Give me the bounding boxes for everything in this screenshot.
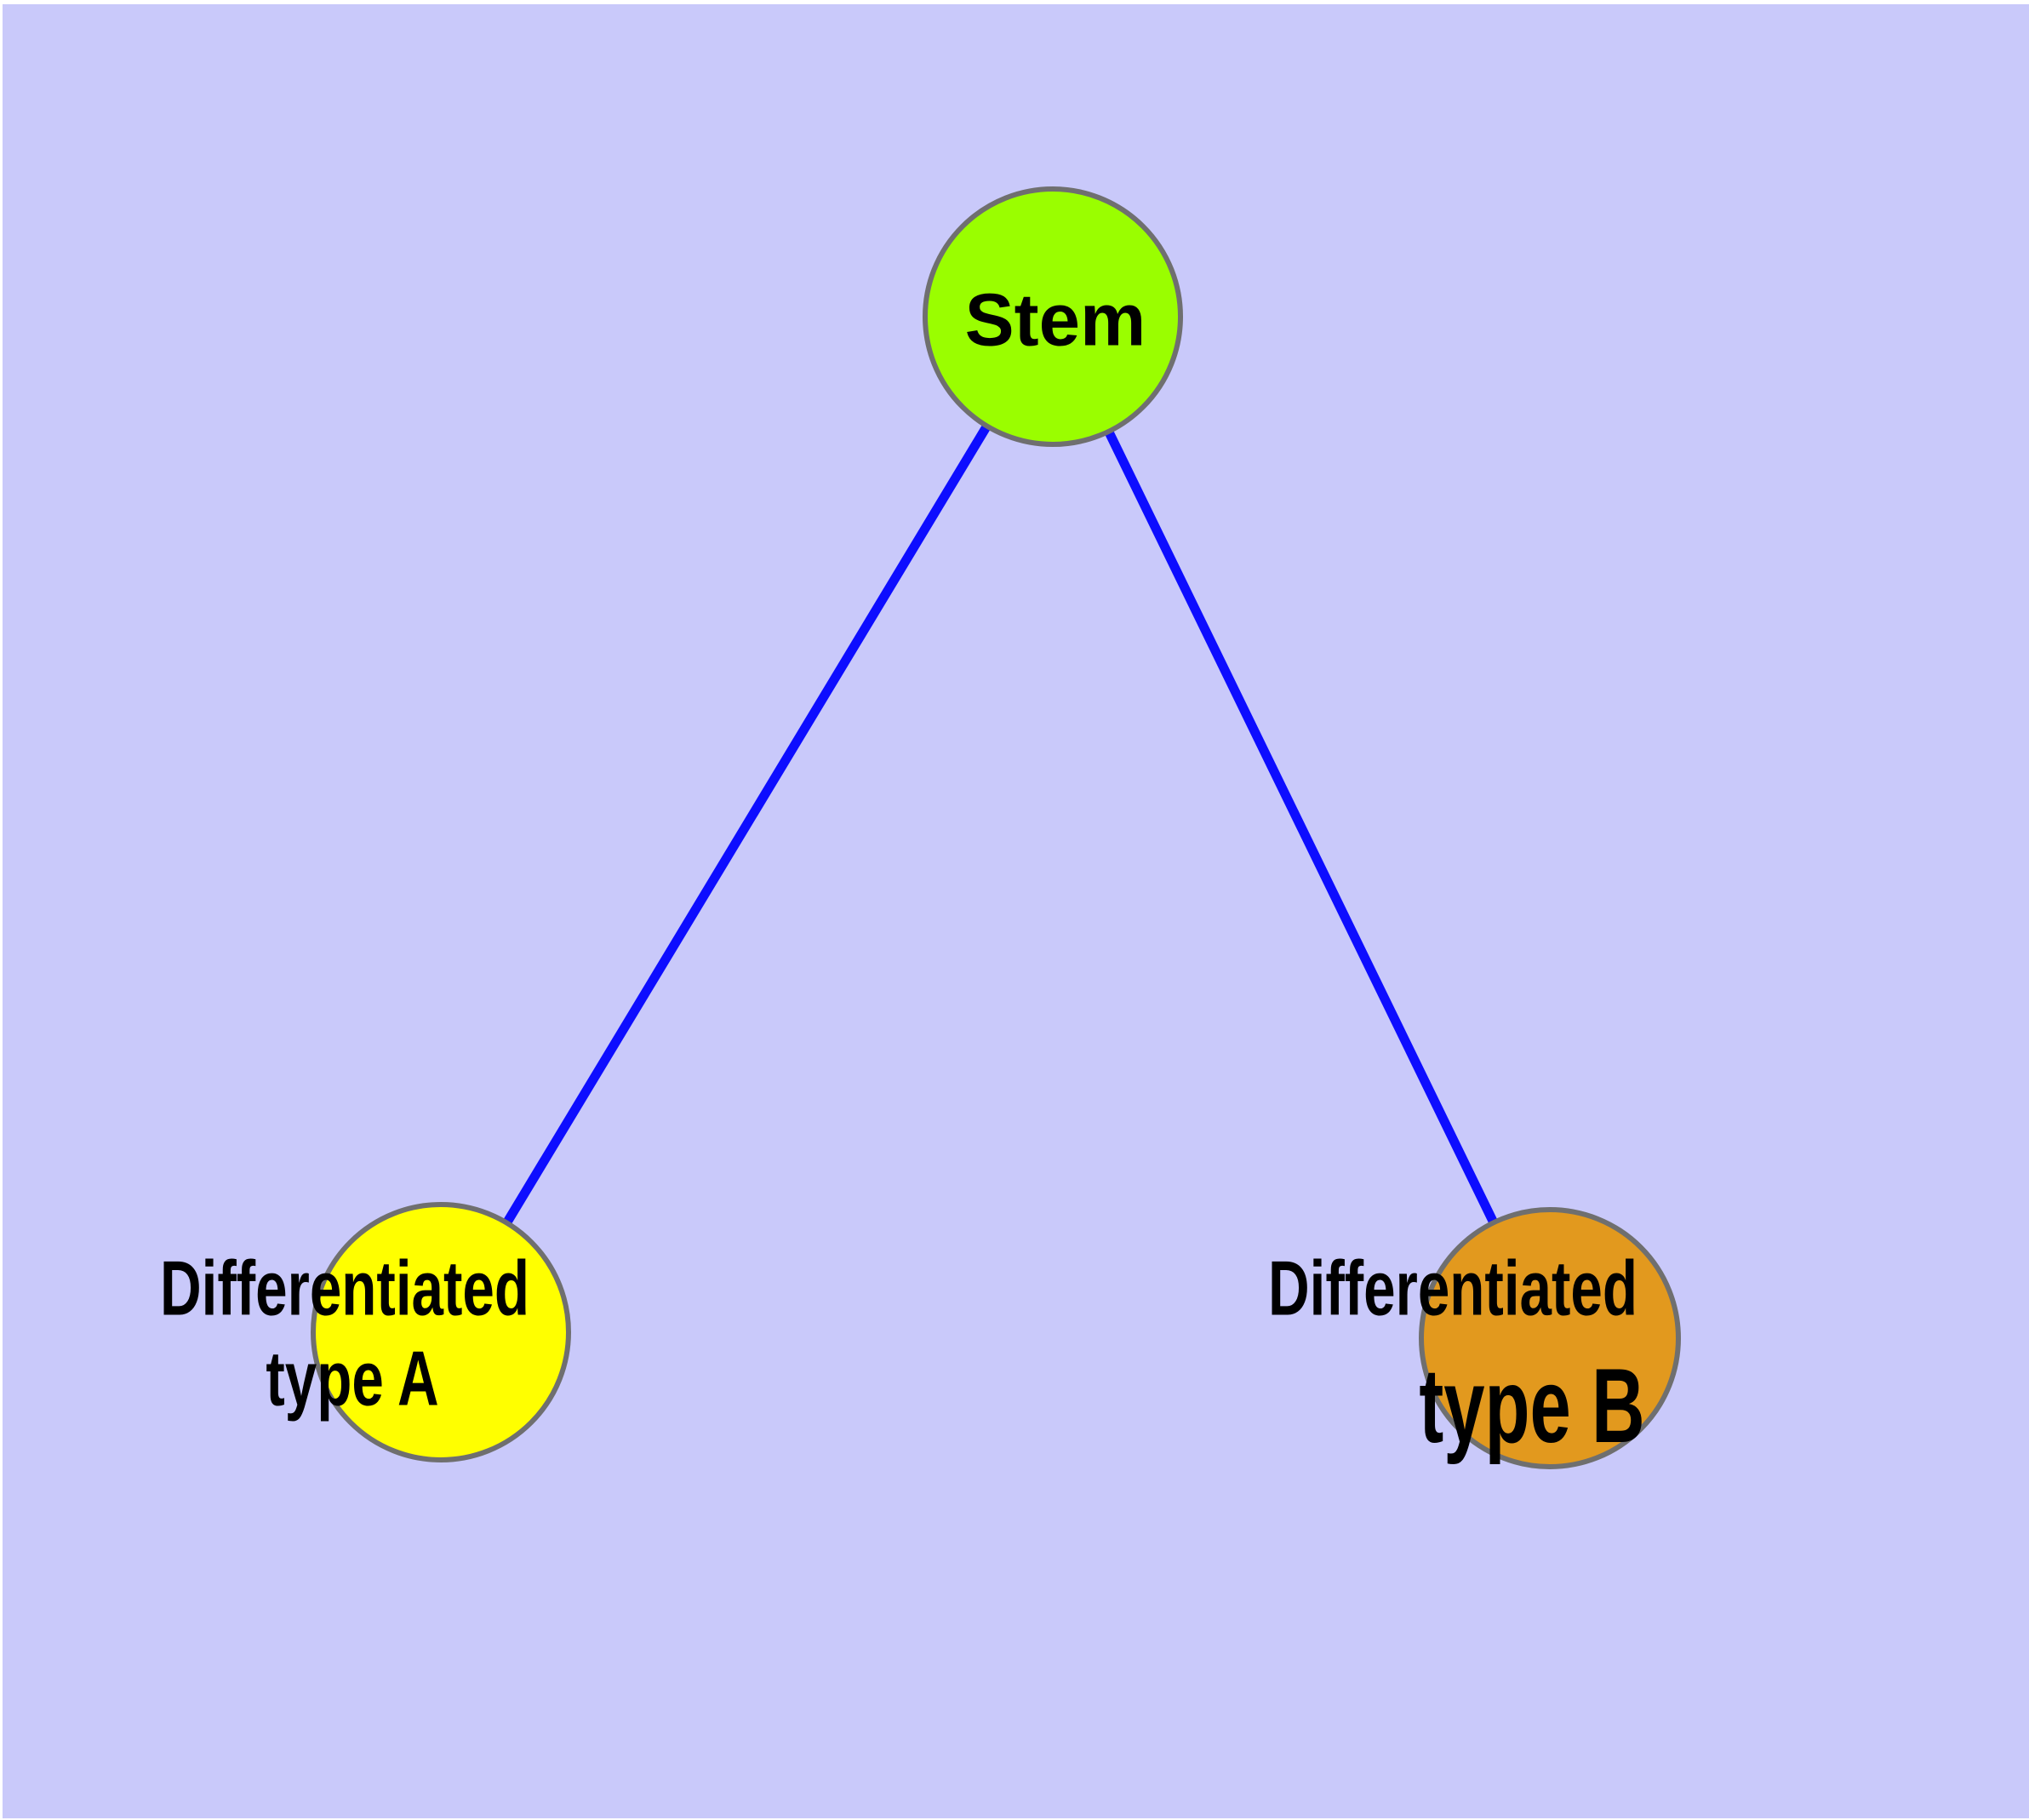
node-label-type-b-line2: type B [1419, 1348, 1645, 1465]
edge-stem-to-type-b [1049, 314, 1554, 1341]
node-differentiated-type-a [311, 1202, 571, 1462]
node-label-stem: Stem [964, 278, 1146, 362]
node-differentiated-type-b [1419, 1207, 1681, 1469]
edge-stem-to-type-a [437, 314, 1057, 1335]
node-label-type-a-line1: Differentiated [159, 1245, 530, 1332]
node-label-type-a-line2: type A [266, 1336, 439, 1422]
node-stem [923, 186, 1183, 447]
node-label-type-b-line1: Differentiated [1267, 1245, 1638, 1332]
